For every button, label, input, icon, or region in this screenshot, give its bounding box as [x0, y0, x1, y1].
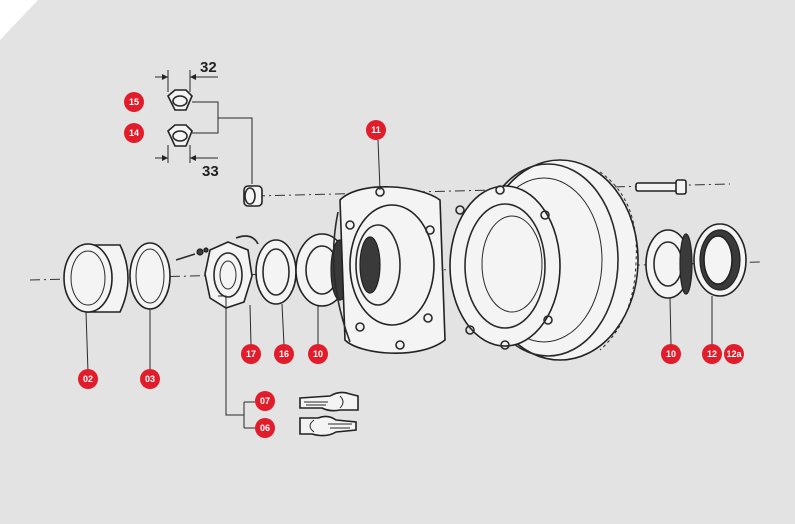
callout-10-inner-label: 10 — [313, 349, 323, 359]
lock-washer-16 — [255, 239, 297, 346]
callout-03: 03 — [140, 369, 160, 389]
callout-15: 15 — [124, 92, 144, 112]
nut-leader — [218, 117, 253, 184]
callout-07: 07 — [255, 391, 275, 411]
cap-nut — [243, 185, 263, 207]
hand-pointing-right-icon — [299, 415, 357, 437]
hub-cap-02 — [63, 243, 129, 373]
nut-bracket — [192, 101, 219, 134]
wheel-stud — [635, 179, 687, 195]
wheel-hub-11 — [332, 139, 446, 354]
callout-03-label: 03 — [145, 374, 155, 384]
hand-pointing-left-icon — [299, 391, 359, 412]
locking-screw — [175, 247, 209, 261]
seal-ring-03 — [129, 242, 171, 370]
callout-10-inner: 10 — [308, 344, 328, 364]
dimension-32-label: 32 — [200, 59, 217, 76]
dimension-33-label: 33 — [202, 163, 219, 180]
callout-11: 11 — [366, 120, 386, 140]
callout-12a-label: 12a — [726, 349, 742, 359]
callout-06-label: 06 — [260, 423, 270, 433]
callout-15-label: 15 — [129, 97, 139, 107]
corner-triangle — [0, 0, 38, 40]
seal-12 — [693, 223, 747, 345]
wheel-nut-15 — [167, 89, 193, 111]
dimension-33: 33 — [155, 145, 219, 180]
bearing-10-outer — [645, 229, 693, 346]
brake-disc — [449, 159, 639, 361]
callout-12: 12 — [702, 344, 722, 364]
callout-17: 17 — [241, 344, 261, 364]
callout-10-outer: 10 — [661, 344, 681, 364]
callout-14: 14 — [124, 123, 144, 143]
axle-nut-17 — [204, 235, 259, 346]
callout-12a: 12a — [724, 344, 744, 364]
callout-07-label: 07 — [260, 396, 270, 406]
washer-bracket — [218, 295, 244, 416]
callout-12-label: 12 — [707, 349, 717, 359]
callout-14-label: 14 — [129, 128, 139, 138]
wheel-nut-14 — [167, 124, 193, 147]
callout-06: 06 — [255, 418, 275, 438]
callout-16-label: 16 — [279, 349, 289, 359]
callout-16: 16 — [274, 344, 294, 364]
callout-02-label: 02 — [83, 374, 93, 384]
dimension-32: 32 — [155, 59, 218, 92]
callout-17-label: 17 — [246, 349, 256, 359]
callout-10-outer-label: 10 — [666, 349, 676, 359]
callout-11-label: 11 — [371, 125, 381, 135]
callout-02: 02 — [78, 369, 98, 389]
